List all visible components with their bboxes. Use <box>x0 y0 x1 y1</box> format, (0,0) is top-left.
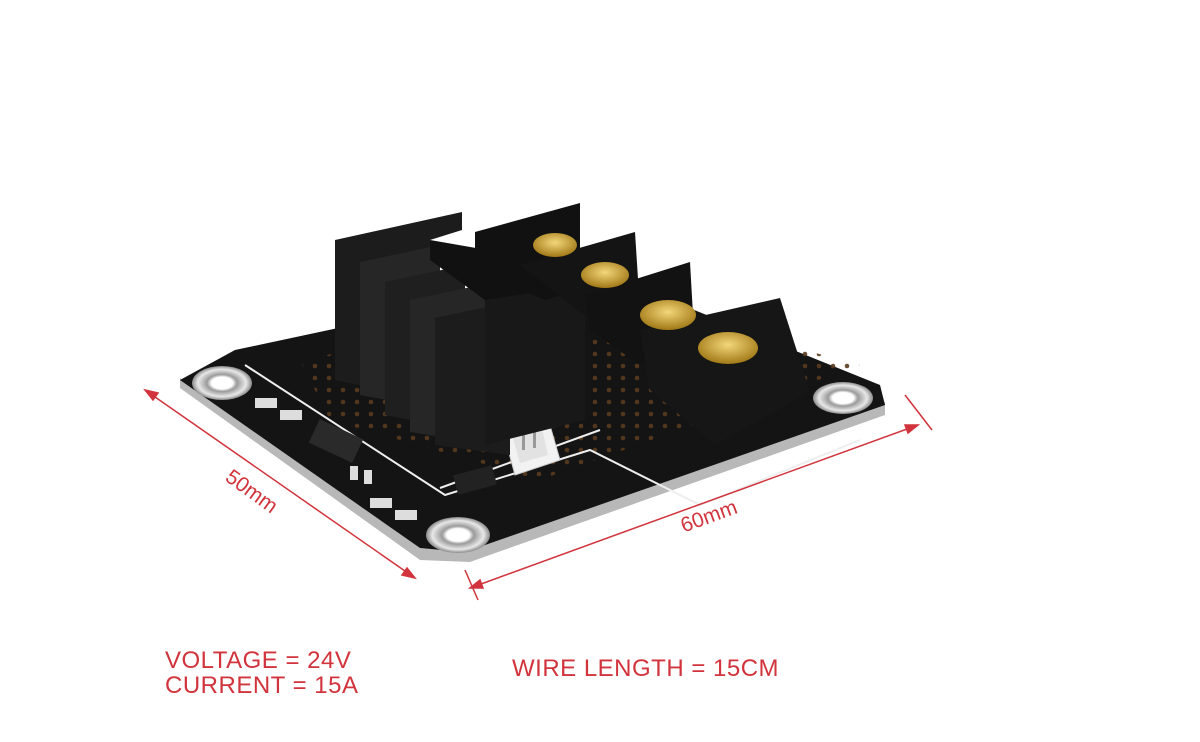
dimension-line-length <box>464 394 933 601</box>
wire-length-spec: WIRE LENGTH = 15CM <box>512 655 780 682</box>
screw-terminals <box>475 203 810 445</box>
heatsink <box>335 212 585 455</box>
current-spec: CURRENT = 15A <box>165 672 359 699</box>
mounting-holes <box>192 366 873 553</box>
voltage-spec: VOLTAGE = 24V <box>165 647 352 674</box>
smd-components <box>255 398 497 520</box>
dimension-line-width <box>143 388 417 580</box>
